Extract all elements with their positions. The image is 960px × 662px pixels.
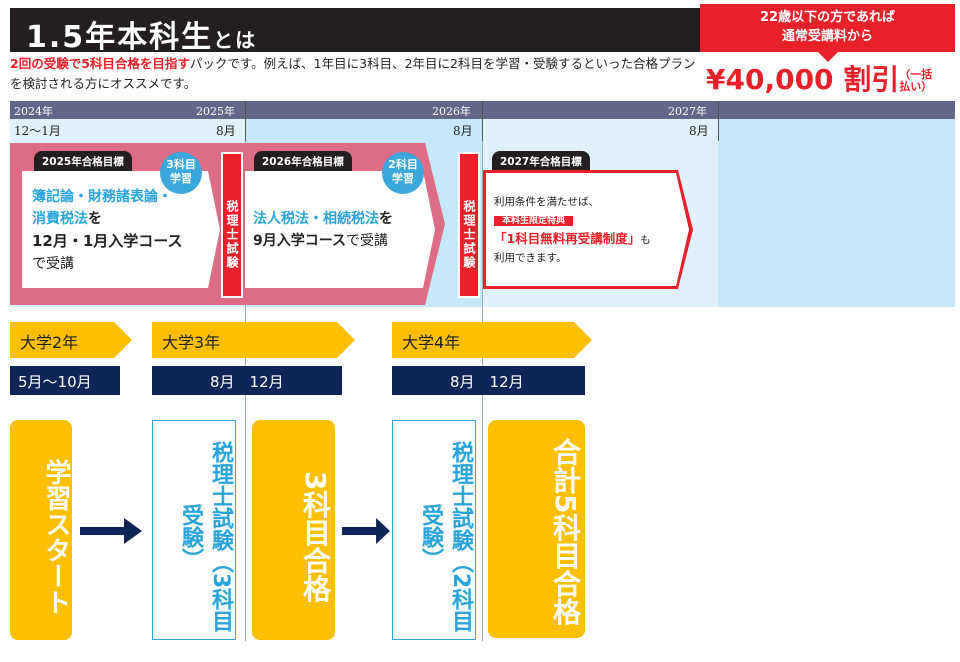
text: を	[379, 211, 393, 227]
badge-label: 学習	[392, 172, 414, 185]
benefit-label: 本科生限定特典	[494, 216, 574, 226]
course: 9月入学コース	[253, 233, 347, 249]
arrow-right-icon	[80, 518, 142, 544]
course: 12月・1月入学コース	[32, 232, 183, 250]
period-bar: 5月～10月	[10, 366, 120, 395]
divider	[245, 101, 246, 141]
payment-note-1: （一括	[899, 68, 933, 81]
step-exam-3: 税理士試験（3科目受験）	[152, 420, 236, 640]
title-suffix: とは	[213, 28, 258, 52]
step-total-pass: 合計5科目合格	[488, 420, 585, 638]
step-start: 学習スタート	[10, 420, 72, 640]
exam-bar: 税理士試験	[221, 152, 243, 298]
month-row	[10, 119, 245, 141]
month-label: 8月	[453, 124, 473, 138]
grade-arrow: 大学2年	[10, 322, 132, 358]
timeline-col	[718, 141, 955, 307]
subjects: 簿記論・財務諸表論・	[32, 189, 172, 205]
payment-note-2: 払い）	[899, 80, 933, 93]
discount-price: ¥40,000 割引（一括払い）	[706, 58, 932, 98]
divider	[718, 101, 719, 141]
subject-count-badge: 3科目学習	[160, 152, 202, 194]
month-label: 8月	[689, 124, 709, 138]
text: 利用できます。	[494, 252, 567, 264]
text: で受講	[346, 233, 389, 249]
price-amount: ¥40,000	[706, 63, 834, 96]
promo-line: 22歳以下の方であれば	[760, 10, 895, 25]
plan-text: 利用条件を満たせば、本科生限定特典「1科目無料再受講制度」も利用できます。	[494, 193, 651, 267]
badge-count: 2科目	[388, 158, 418, 171]
text: 利用条件を満たせば、	[494, 196, 599, 208]
payment-note: （一括払い）	[899, 69, 932, 93]
benefit: 「1科目無料再受講制度」	[494, 231, 641, 246]
arrow-right-icon	[342, 518, 390, 544]
plan-tag: 2027年合格目標	[492, 151, 590, 172]
month-row	[245, 119, 482, 141]
month-label: 8月	[216, 124, 236, 138]
plan-tag: 2026年合格目標	[254, 151, 352, 172]
year-label: 2027年	[668, 105, 707, 118]
month-label: 12～1月	[14, 124, 61, 138]
grade-arrow: 大学4年	[392, 322, 592, 358]
intro-highlight: 2回の受験で5科目合格を目指す	[10, 56, 190, 71]
year-label: 2025年	[196, 105, 235, 118]
page-title: 1.5年本科生とは	[10, 8, 700, 55]
badge-count: 3科目	[166, 158, 196, 171]
subjects: 法人税法・相続税法	[253, 211, 379, 227]
month-row	[482, 119, 718, 141]
text: を	[88, 211, 102, 227]
promo-banner: 22歳以下の方であれば通常受講料から	[700, 4, 955, 62]
period-bar: 8月 12月	[152, 366, 342, 395]
exam-bar: 税理士試験	[458, 152, 480, 298]
step-exam-2: 税理士試験（2科目受験）	[392, 420, 476, 640]
divider	[482, 101, 483, 141]
intro-text: 2回の受験で5科目合格を目指すパックです。例えば、1年目に3科目、2年目に2科目…	[10, 54, 700, 94]
step-pass-3: 3科目合格	[252, 420, 335, 640]
plan-text: 簿記論・財務諸表論・消費税法を 12月・1月入学コースで受講	[32, 186, 183, 275]
plan-text: 法人税法・相続税法を 9月入学コースで受講	[253, 208, 393, 252]
month-row	[718, 119, 955, 141]
intro-body: パックです。例えば、1年目に3科目、2年目に2科目を学習・受験するといった合格プ…	[10, 56, 696, 91]
plan-box	[486, 173, 689, 286]
year-label: 2026年	[432, 105, 471, 118]
year-label: 2024年	[14, 105, 53, 118]
text: も	[640, 234, 651, 246]
badge-label: 学習	[170, 172, 192, 185]
discount-label: 割引	[843, 63, 900, 96]
subjects: 消費税法	[32, 211, 88, 227]
period-bar: 8月 12月	[392, 366, 585, 395]
title-main: 1.5年本科生	[26, 20, 214, 55]
plan-tag: 2025年合格目標	[34, 151, 132, 172]
grade-arrow: 大学3年	[152, 322, 355, 358]
subject-count-badge: 2科目学習	[382, 152, 424, 194]
promo-line: 通常受講料から	[781, 29, 873, 44]
text: で受講	[32, 256, 74, 272]
